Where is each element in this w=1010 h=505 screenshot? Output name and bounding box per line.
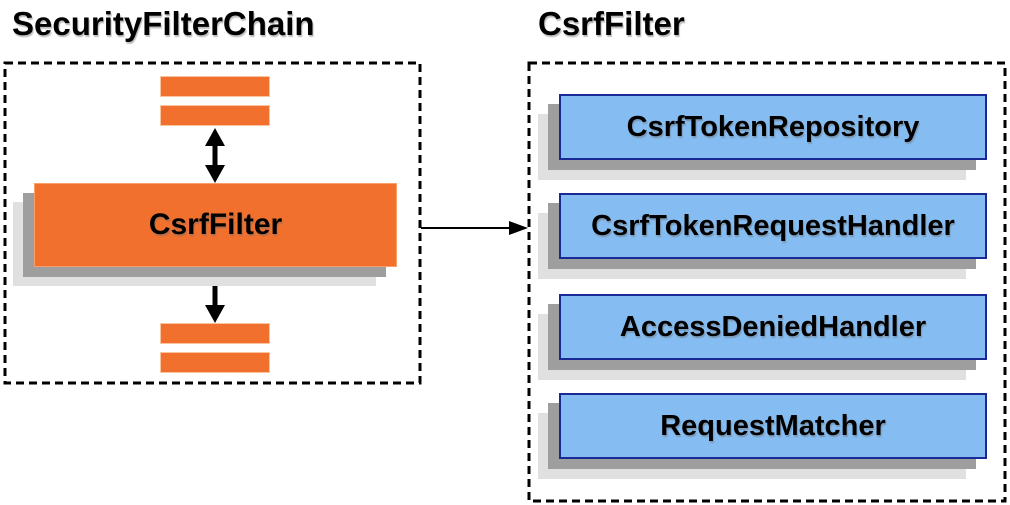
flow-arrow bbox=[421, 221, 528, 235]
arrowhead-up-icon bbox=[205, 128, 225, 146]
component-node-label: CsrfTokenRequestHandler bbox=[591, 209, 955, 242]
component-node-label: AccessDeniedHandler bbox=[619, 310, 927, 343]
filter-placeholder-bar bbox=[160, 323, 270, 344]
arrowhead-down-icon bbox=[205, 305, 225, 323]
component-node-access-denied-handler: AccessDeniedHandler bbox=[559, 294, 987, 360]
csrf-filter-boundary bbox=[527, 61, 1007, 503]
filter-placeholder-bar bbox=[160, 76, 270, 97]
filter-placeholder-bar bbox=[160, 105, 270, 126]
right-panel-title: CsrfFilter bbox=[538, 5, 685, 42]
security-filter-chain-boundary bbox=[3, 61, 422, 385]
csrf-filter-node-label: CsrfFilter bbox=[148, 208, 283, 241]
component-node-label: CsrfTokenRepository bbox=[626, 110, 920, 143]
csrf-filter-node: CsrfFilter bbox=[34, 183, 397, 267]
component-node-request-matcher: RequestMatcher bbox=[559, 393, 987, 459]
left-panel-title: SecurityFilterChain bbox=[12, 5, 315, 42]
component-node-csrf-token-repository: CsrfTokenRepository bbox=[559, 94, 987, 160]
arrowhead-down-icon bbox=[205, 165, 225, 183]
filter-placeholder-bar bbox=[160, 352, 270, 373]
arrowhead-right-icon bbox=[509, 221, 528, 235]
component-node-csrf-token-request-handler: CsrfTokenRequestHandler bbox=[559, 193, 987, 259]
component-node-label: RequestMatcher bbox=[660, 409, 886, 442]
bidirectional-arrow-top bbox=[205, 128, 225, 183]
